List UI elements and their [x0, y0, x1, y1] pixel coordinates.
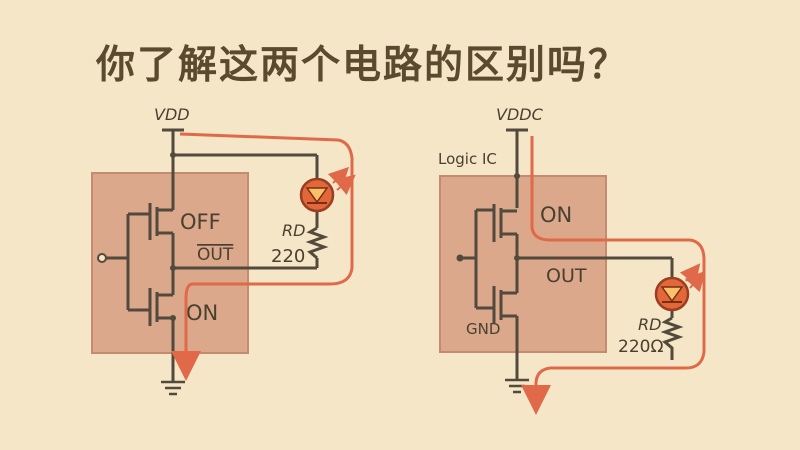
- right-circuit: VDDC Logic IC: [438, 105, 706, 415]
- left-chip-box: [91, 172, 249, 354]
- left-resistor-value: 220: [271, 246, 305, 267]
- right-out-label: OUT: [546, 265, 587, 287]
- right-current-path: [521, 136, 706, 415]
- right-vdd-label: VDDC: [496, 105, 544, 124]
- left-current-path: [171, 132, 354, 381]
- right-ground-icon: [505, 378, 529, 394]
- left-vdd-label: VDD: [154, 105, 190, 124]
- left-ground-icon: [161, 380, 185, 396]
- right-resistor-label: RD: [638, 315, 661, 334]
- left-upper-fet-state: OFF: [180, 210, 221, 234]
- right-logic-label: Logic IC: [438, 150, 497, 168]
- right-gnd-label: GND: [466, 320, 500, 338]
- page-title: 你了解这两个电路的区别吗？: [96, 43, 630, 88]
- left-lower-fet-state: ON: [186, 301, 218, 325]
- left-circuit: VDD: [91, 105, 356, 396]
- right-resistor-value: 220Ω: [618, 337, 663, 357]
- left-out-label: OUT: [197, 245, 234, 265]
- right-led-icon: [654, 263, 706, 312]
- left-resistor-label: RD: [282, 221, 305, 240]
- right-upper-fet-state: ON: [540, 203, 572, 227]
- right-chip-box: [439, 175, 607, 353]
- left-led-icon: [299, 166, 356, 213]
